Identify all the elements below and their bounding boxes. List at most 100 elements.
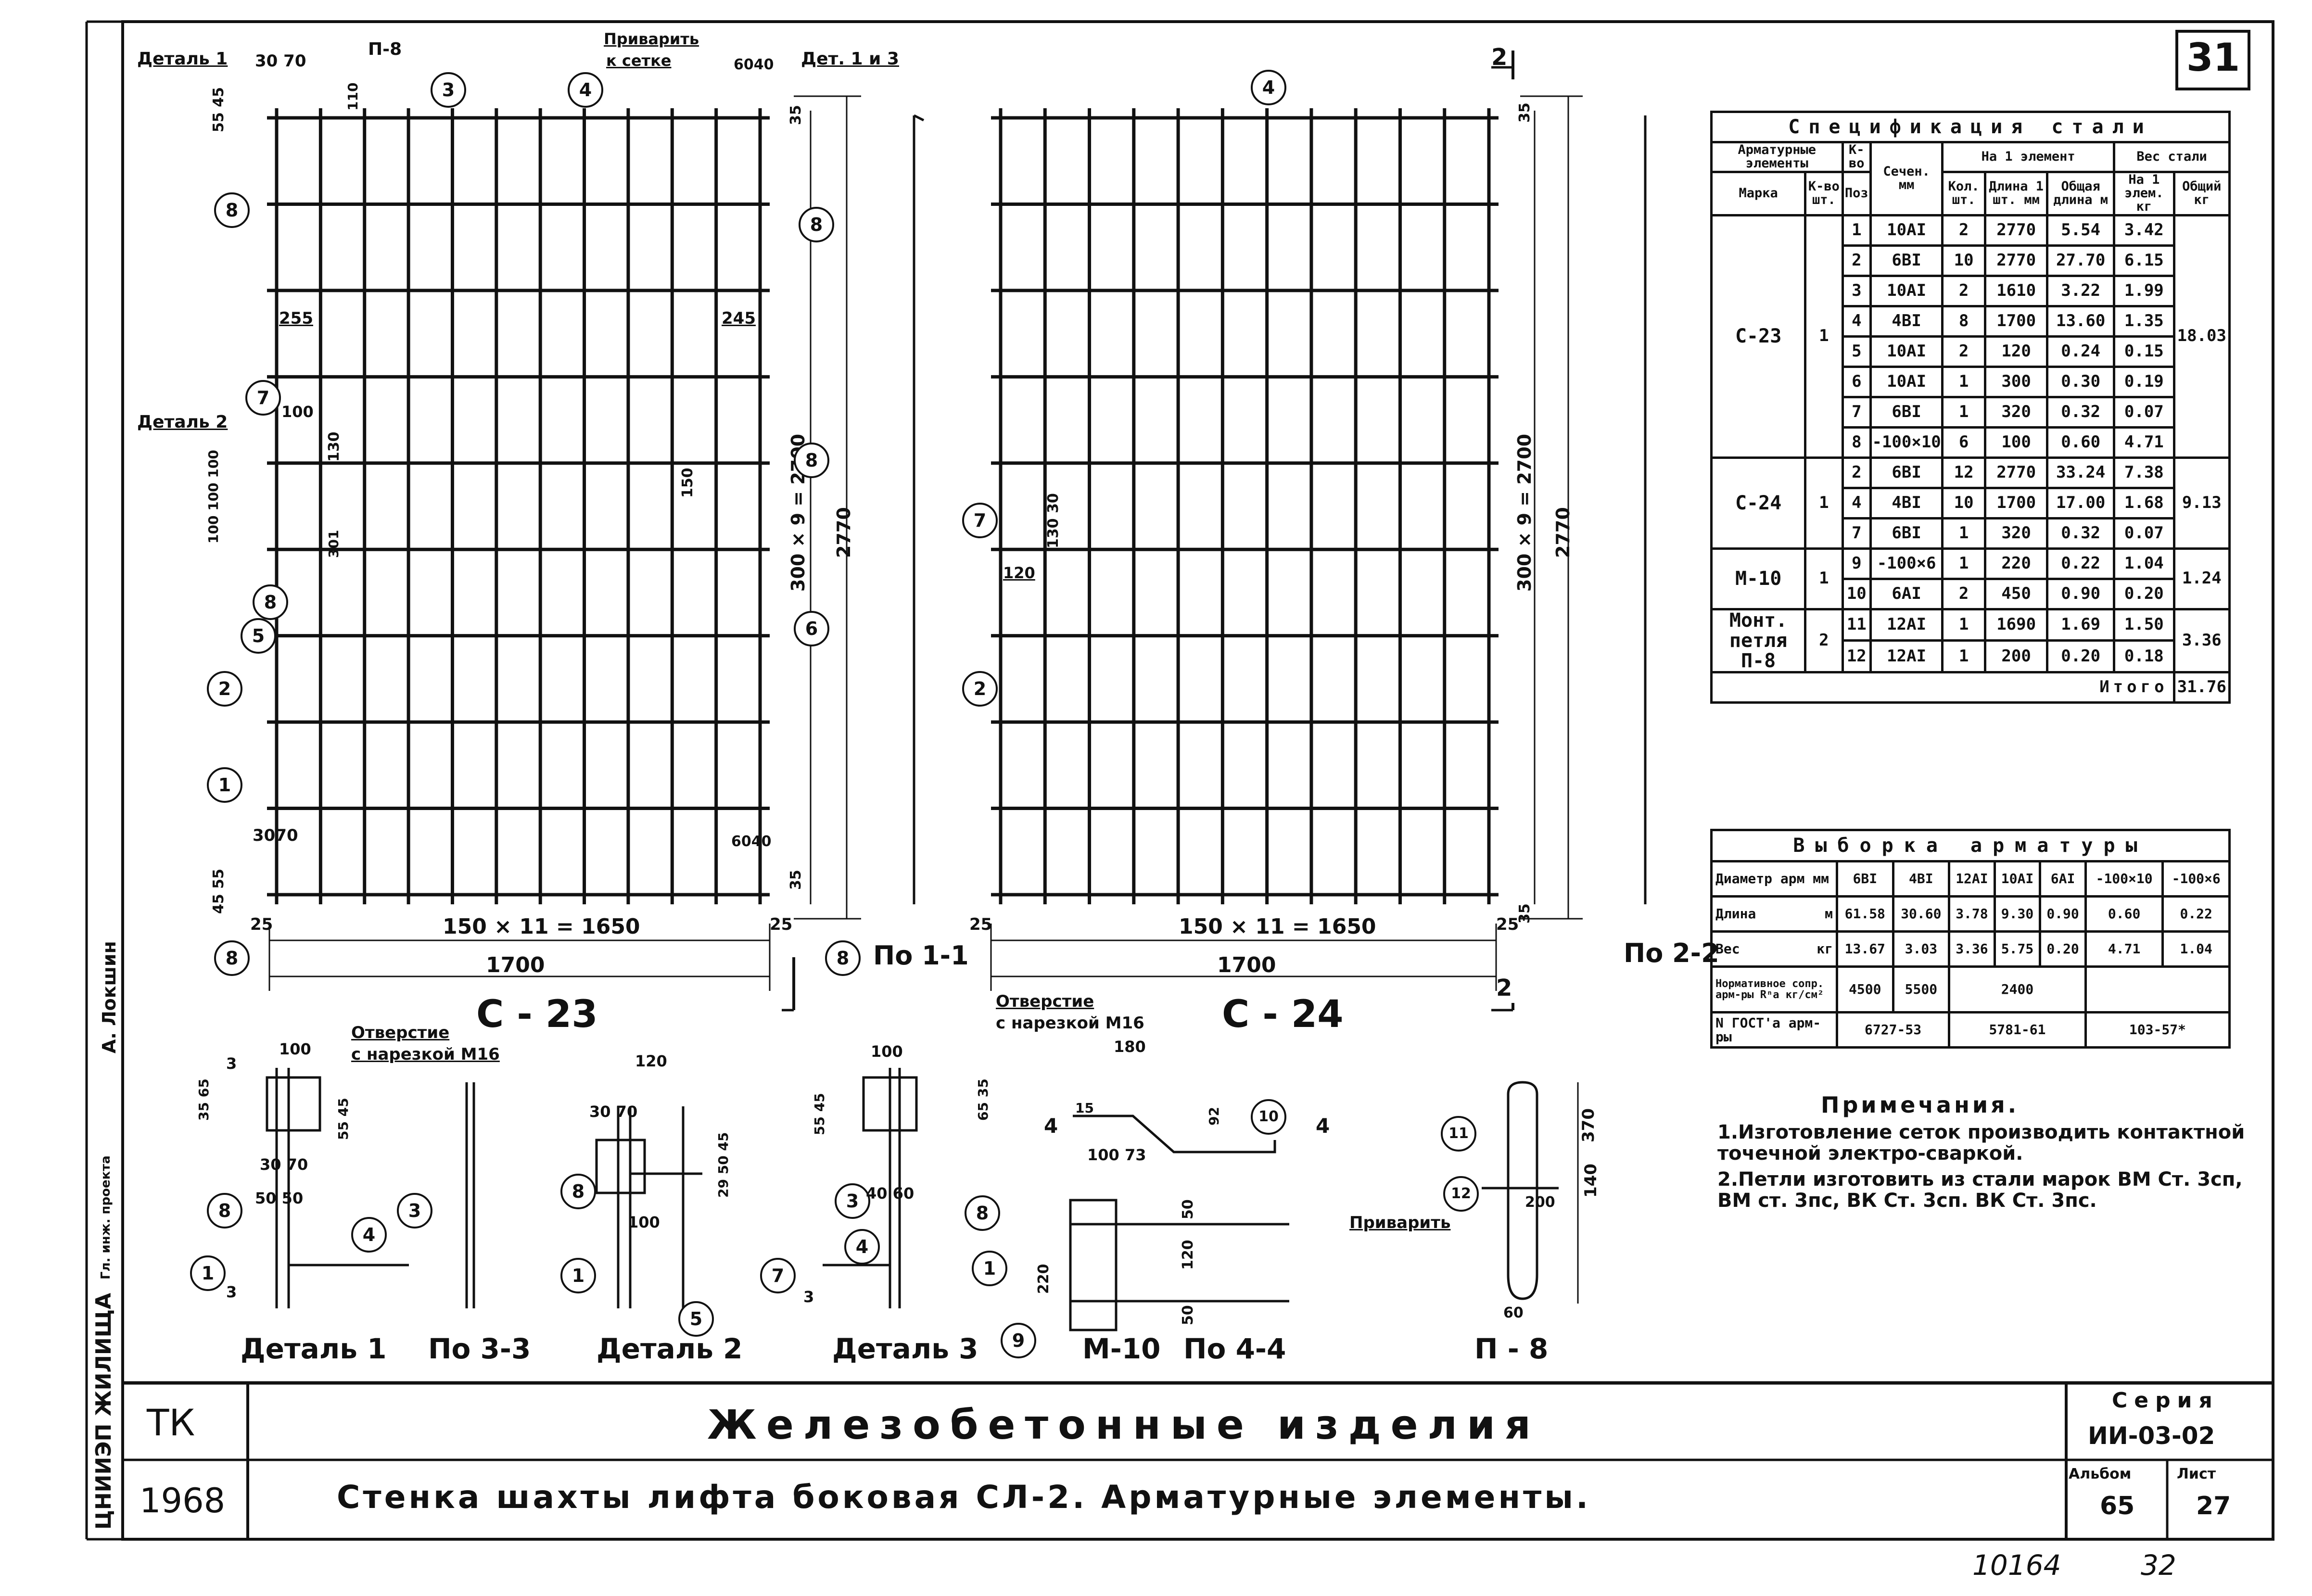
callout-1: 1 (207, 767, 242, 803)
detail13-label: Дет. 1 и 3 (801, 49, 899, 69)
left-strip-name: А. Локшин (99, 941, 120, 1053)
callout-8: 8 (207, 1193, 242, 1229)
detail1-view-label: Деталь 1 (241, 1332, 387, 1365)
callout-5: 5 (241, 618, 276, 654)
vyb-norm-value: 2400 (1948, 965, 2087, 1013)
table-row: Спецификация стали (1710, 111, 2231, 143)
value-cell: 1 (1841, 214, 1872, 247)
value-cell: 11 (1841, 608, 1872, 642)
value-cell: 6ВI (1869, 395, 1944, 429)
left-strip-role: Гл. инж. проекта (99, 1155, 113, 1279)
value-cell: 2 (1941, 214, 1987, 247)
hdr-steel-weight: Вес стали (2113, 141, 2231, 173)
vyb-header-label: Диаметр арм мм (1710, 860, 1838, 898)
c23-dim-25-left: 25 (250, 915, 273, 934)
d1-70: 70 (286, 1155, 308, 1174)
value-cell: 1 (1941, 608, 1987, 642)
value-cell: 1 (1941, 365, 1987, 398)
hdr-sechen: Сечен. мм (1869, 141, 1944, 216)
tb-sheet-label: Лист (2177, 1466, 2216, 1482)
vyb-gost-value: 103-57* (2084, 1011, 2231, 1049)
detail2-view-label: Деталь 2 (597, 1332, 743, 1365)
detail1-label: Деталь 1 (137, 49, 228, 69)
d1-30: 30 (260, 1155, 281, 1174)
m10-100: 100 (1087, 1146, 1119, 1164)
value-cell: 2 (1841, 456, 1872, 489)
spec-title: Спецификация стали (1710, 111, 2231, 143)
tb-subtitle: Стенка шахты лифта боковая СЛ-2. Арматур… (337, 1479, 1591, 1516)
value-cell: 4ВI (1869, 486, 1944, 519)
tb-album-value: 65 (2100, 1492, 2135, 1520)
note-1: 1.Изготовление сеток производить контакт… (1717, 1121, 2245, 1165)
vyb-column: -100×6 (2161, 860, 2231, 898)
value-cell: 3.42 (2113, 214, 2175, 247)
vyb-column: 6ВI (1836, 860, 1894, 898)
callout-7: 7 (962, 503, 998, 538)
detail3-view-label: Деталь 3 (832, 1332, 978, 1365)
hdr-marka: Марка (1710, 170, 1807, 216)
value-cell: 1 (1941, 517, 1987, 550)
notes-title: Примечания. (1821, 1092, 2020, 1118)
tb-org: ТК (147, 1401, 195, 1444)
c24-title: С - 24 (1222, 993, 1344, 1036)
value-cell: 10 (1941, 244, 1987, 277)
m10-view-label: М-10 (1082, 1332, 1161, 1365)
callout-8: 8 (253, 584, 288, 620)
vyb-weight-value: 13.67 (1836, 930, 1894, 968)
value-cell: -100×6 (1869, 547, 1944, 580)
callout-2: 2 (207, 671, 242, 707)
m10-4-left: 4 (1044, 1114, 1058, 1138)
c23-dim-40: 40 (753, 56, 774, 73)
m10-120: 120 (1180, 1240, 1196, 1270)
marka-cell: С-24 (1710, 456, 1807, 550)
hdr-kol: К-во шт. (1804, 170, 1844, 216)
tb-series-label: Серия (2112, 1388, 2219, 1413)
marka-cell: С-23 (1710, 214, 1807, 459)
value-cell: 320 (1984, 395, 2049, 429)
m10-50a: 50 (1180, 1199, 1196, 1219)
value-cell: 100 (1984, 426, 2049, 459)
c23-dim-30b: 30 (253, 826, 276, 845)
value-cell: 10АI (1869, 335, 1944, 368)
callout-2: 2 (962, 671, 998, 707)
callout-7: 7 (760, 1258, 796, 1293)
hole-note-4: с нарезкой М16 (996, 1013, 1144, 1033)
c23-dim-width: 150 × 11 = 1650 (443, 914, 640, 939)
value-cell: 10АI (1869, 274, 1944, 307)
d3-6535: 65 35 (975, 1078, 991, 1121)
d1-100: 100 (279, 1040, 311, 1058)
callout-4: 4 (1251, 70, 1286, 105)
section-2-label: По 2-2 (1624, 938, 1719, 968)
value-cell: 4ВI (1869, 304, 1944, 338)
d2-70: 70 (616, 1102, 638, 1121)
c24-dim-130-30: 130 30 (1045, 493, 1062, 548)
c23-dim-6040: 6040 (734, 58, 774, 72)
value-cell: 2 (1941, 335, 1987, 368)
value-cell: 0.30 (2046, 365, 2116, 398)
marka-cell: М-10 (1710, 547, 1807, 610)
m10-4-right: 4 (1316, 1114, 1330, 1138)
callout-8: 8 (214, 940, 250, 976)
c23-dim-301: 301 (326, 530, 342, 558)
value-cell: 4.71 (2113, 426, 2175, 459)
vyb-norm-label: Нормативное сопр. арм-ры Rⁿa кг/см² (1710, 965, 1838, 1013)
vyb-length-value: 61.58 (1836, 895, 1894, 933)
value-cell: 6ВI (1869, 244, 1944, 277)
d3-5545: 55 45 (812, 1093, 827, 1135)
vyb-norm-value: 4500 (1836, 965, 1894, 1013)
poz33-view-label: По 3-3 (428, 1332, 531, 1365)
detail2-label: Деталь 2 (137, 412, 228, 432)
callout-9: 9 (1001, 1323, 1036, 1358)
c23-dim-245: 245 (722, 309, 756, 328)
value-cell: 1 (1941, 639, 1987, 673)
c23-dim-height-total: 2770 (833, 507, 854, 558)
p8-200: 200 (1525, 1194, 1555, 1211)
